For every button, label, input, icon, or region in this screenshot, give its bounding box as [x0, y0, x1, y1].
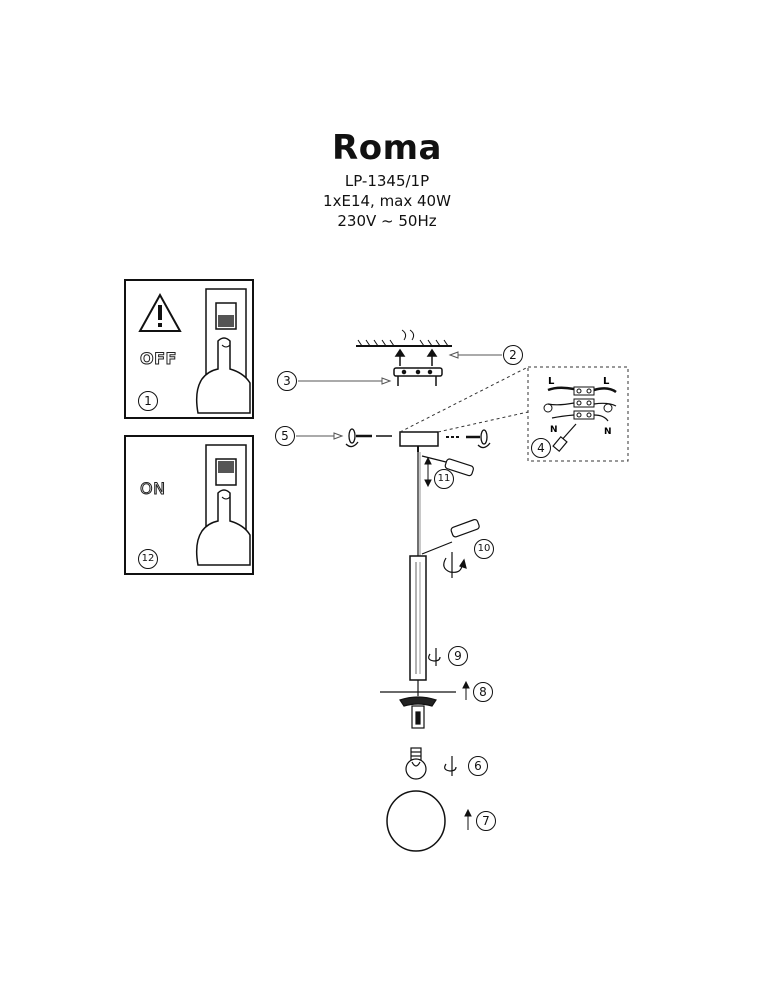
canopy-side-screw-right [446, 429, 491, 449]
ceiling-surface [356, 329, 452, 347]
rotate-arrow-icon [428, 648, 441, 666]
step-5-marker: 5 [275, 426, 295, 446]
step-6-marker: 6 [468, 756, 488, 776]
warning-icon [138, 292, 182, 332]
push-arrow-icon [462, 680, 470, 700]
screwdriver-icon [421, 518, 480, 555]
lamp-tube [409, 555, 427, 681]
off-label: OFF [140, 349, 177, 369]
power-rating: 1xE14, max 40W [323, 192, 451, 210]
step-12-marker: 12 [138, 549, 158, 569]
neutral-label-right: N [604, 427, 612, 437]
glass-globe-shade [386, 790, 446, 852]
arrow-icon [381, 377, 392, 385]
canopy-side-screw-left [345, 428, 372, 448]
rotate-arrow-icon [443, 552, 467, 578]
canopy [399, 431, 439, 447]
switch-on-illustration [195, 444, 251, 566]
step-7-marker: 7 [476, 811, 496, 831]
wall-switch-icon [205, 444, 247, 546]
neutral-label-left: N [550, 425, 558, 435]
step-11-marker: 11 [434, 469, 454, 489]
screwdriver-icon [552, 423, 577, 453]
step-3-marker: 3 [277, 371, 297, 391]
step-4-marker: 4 [531, 438, 551, 458]
panel-switch-on: ON 12 [124, 435, 254, 575]
step-10-marker: 10 [474, 539, 494, 559]
live-label-left: L [548, 376, 555, 387]
wiring-callout-lines [399, 366, 629, 462]
panel-switch-off: OFF 1 [124, 279, 254, 419]
on-label: ON [140, 479, 166, 499]
height-adjust-arrow-icon [424, 456, 432, 488]
switch-off-illustration [138, 288, 251, 414]
step-8-marker: 8 [473, 682, 493, 702]
arrow-icon [333, 432, 344, 440]
ceiling-screws [394, 348, 438, 366]
mounting-bracket [393, 367, 443, 386]
finger-icon [195, 489, 251, 566]
step-1-marker: 1 [138, 391, 158, 411]
shade-holder [380, 691, 456, 729]
rotate-arrow-icon [444, 756, 457, 776]
finger-icon [195, 337, 251, 414]
arrow-icon [448, 351, 459, 359]
screwdriver-icon [421, 455, 474, 477]
model-number: LP-1345/1P [344, 172, 430, 190]
light-bulb-icon [405, 747, 427, 780]
step-9-marker: 9 [448, 646, 468, 666]
voltage-rating: 230V ~ 50Hz [337, 212, 437, 230]
step-2-marker: 2 [503, 345, 523, 365]
leader-lines [296, 354, 502, 437]
push-arrow-icon [464, 808, 472, 830]
product-name: Roma [332, 128, 442, 168]
wiring-terminal-block [573, 386, 595, 420]
ground-symbol-icon [543, 403, 613, 413]
wires [547, 386, 617, 422]
live-label-right: L [603, 376, 610, 387]
